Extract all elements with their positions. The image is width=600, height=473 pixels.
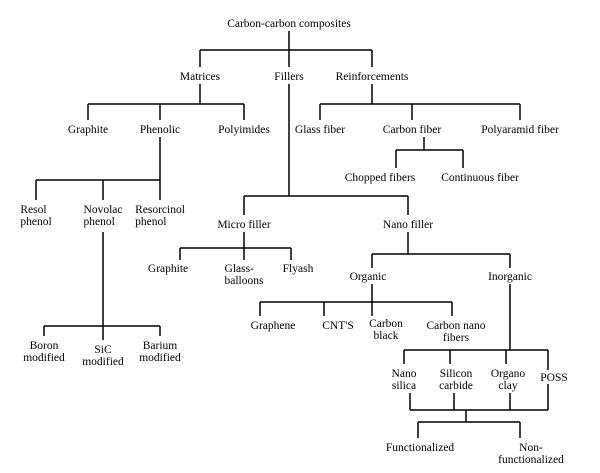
- node-nano-silica: Nano silica: [391, 368, 417, 392]
- node-micro-filler: Micro filler: [217, 219, 271, 231]
- node-glass-fiber: Glass fiber: [294, 124, 346, 136]
- node-continuous-fiber: Continuous fiber: [441, 172, 519, 184]
- node-graphite-filler: Graphite: [147, 263, 189, 275]
- node-carbon-fiber: Carbon fiber: [382, 124, 442, 136]
- node-inorganic: Inorganic: [488, 271, 532, 283]
- node-silicon-carbide: Silicon carbide: [439, 368, 473, 392]
- node-resorcinol-phenol: Resorcinol phenol: [135, 204, 185, 228]
- node-organo-clay: Organo clay: [490, 368, 526, 392]
- node-phenolic: Phenolic: [139, 124, 181, 136]
- node-novolac-phenol: Novolac phenol: [83, 204, 123, 228]
- node-carbon-carbon-composites: Carbon-carbon composites: [227, 18, 351, 30]
- node-organic: Organic: [349, 271, 387, 283]
- node-functionalized: Functionalized: [385, 442, 455, 454]
- node-cnts: CNT'S: [322, 320, 354, 332]
- node-polyaramid-fiber: Polyaramid fiber: [481, 124, 559, 136]
- node-reinforcements: Reinforcements: [335, 71, 409, 83]
- node-graphite-matrix: Graphite: [67, 124, 109, 136]
- node-graphene: Graphene: [250, 320, 296, 332]
- node-carbon-nano-fibers: Carbon nano fibers: [426, 320, 486, 344]
- node-sic-modified: SiC modified: [82, 344, 124, 368]
- node-resol-phenol: Resol phenol: [20, 204, 52, 228]
- node-nano-filler: Nano filler: [382, 219, 434, 231]
- node-polyimides: Polyimides: [218, 124, 270, 136]
- node-fillers: Fillers: [274, 71, 304, 83]
- node-barium-modified: Barium modified: [139, 340, 181, 364]
- node-flyash: Flyash: [282, 263, 314, 275]
- node-glass-balloons: Glass- balloons: [224, 263, 264, 287]
- node-matrices: Matrices: [179, 71, 221, 83]
- node-non-functionalized: Non-functionalized: [498, 442, 564, 466]
- node-chopped-fibers: Chopped fibers: [344, 172, 416, 184]
- node-carbon-black: Carbon black: [369, 318, 403, 342]
- node-boron-modified: Boron modified: [23, 340, 65, 364]
- node-poss: POSS: [540, 372, 568, 384]
